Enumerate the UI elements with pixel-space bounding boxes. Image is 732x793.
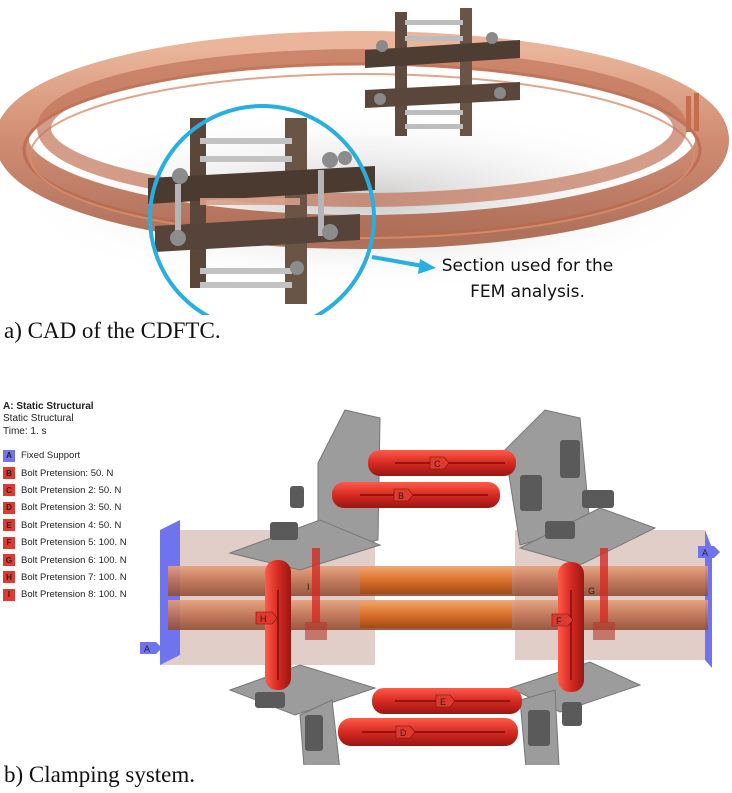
legend-swatch: I xyxy=(3,588,15,601)
legend-label: Bolt Pretension 8: 100. N xyxy=(21,589,127,601)
marker-b: B xyxy=(393,488,414,502)
marker-a-left: A xyxy=(140,642,162,654)
nuts xyxy=(255,440,614,751)
legend-swatch: B xyxy=(3,467,15,480)
cad-render xyxy=(0,8,729,315)
legend-swatch: F xyxy=(3,536,15,549)
marker-f: F xyxy=(551,613,574,627)
legend-label: Bolt Pretension 5: 100. N xyxy=(21,537,127,549)
legend-item: E Bolt Pretension 4: 50. N xyxy=(3,517,178,534)
bolt-b xyxy=(332,482,500,508)
clamp-front xyxy=(148,118,375,304)
legend-time: Time: 1. s xyxy=(3,426,47,437)
clamp-back xyxy=(365,8,520,136)
legend-label: Bolt Pretension 4: 50. N xyxy=(21,519,122,531)
svg-text:D: D xyxy=(400,728,407,738)
legend-swatch: H xyxy=(3,571,15,584)
legend-swatch: G xyxy=(3,554,15,567)
svg-text:G: G xyxy=(588,586,595,596)
legend-subtitle: Static Structural xyxy=(3,413,74,424)
copper-ring-outer xyxy=(0,31,729,249)
highlight-circle xyxy=(148,104,376,315)
legend-item: I Bolt Pretension 8: 100. N xyxy=(3,586,178,603)
svg-text:I: I xyxy=(307,582,310,592)
legend-item: D Bolt Pretension 3: 50. N xyxy=(3,499,178,516)
fem-model-render: A A C B E D H F I G xyxy=(140,409,720,765)
callout-line-1: Section used for the xyxy=(441,256,614,276)
marker-d: D xyxy=(395,725,416,739)
legend-item: H Bolt Pretension 7: 100. N xyxy=(3,569,178,586)
legend-label: Bolt Pretension 6: 100. N xyxy=(21,554,127,566)
marker-g: G xyxy=(588,586,595,596)
callout-line-2: FEM analysis. xyxy=(470,282,585,302)
svg-text:C: C xyxy=(434,459,441,469)
bolt-d xyxy=(338,718,518,746)
marker-a-right: A xyxy=(698,546,720,558)
legend-item: B Bolt Pretension: 50. N xyxy=(3,464,178,481)
legend-swatch: D xyxy=(3,501,15,514)
marker-c: C xyxy=(429,456,450,470)
fem-section-callout: Section used for the FEM analysis. xyxy=(430,253,625,305)
legend-title: A: Static Structural xyxy=(3,401,94,412)
bolt-i xyxy=(305,548,327,640)
caption-b: b) Clamping system. xyxy=(4,762,196,787)
legend-swatch: C xyxy=(3,484,15,497)
legend-item: C Bolt Pretension 2: 50. N xyxy=(3,482,178,499)
bolt-h xyxy=(265,560,291,690)
bolt-g xyxy=(593,548,615,640)
svg-text:A: A xyxy=(144,644,150,654)
fem-legend: A: Static Structural Static Structural T… xyxy=(3,401,178,604)
legend-label: Bolt Pretension 2: 50. N xyxy=(21,484,122,496)
marker-i: I xyxy=(307,582,310,592)
legend-item: A Fixed Support xyxy=(3,447,178,464)
legend-label: Bolt Pretension: 50. N xyxy=(21,467,114,479)
legend-label: Bolt Pretension 7: 100. N xyxy=(21,571,127,583)
marker-h: H xyxy=(255,611,278,625)
legend-label: Fixed Support xyxy=(21,450,81,462)
legend-item: G Bolt Pretension 6: 100. N xyxy=(3,551,178,568)
legend-item: F Bolt Pretension 5: 100. N xyxy=(3,534,178,551)
svg-text:A: A xyxy=(702,548,708,558)
legend-swatch: A xyxy=(3,449,15,462)
caption-a: a) CAD of the CDFTC. xyxy=(4,318,221,343)
svg-text:H: H xyxy=(260,614,267,624)
legend-label: Bolt Pretension 3: 50. N xyxy=(21,502,122,514)
svg-text:E: E xyxy=(440,697,446,707)
svg-text:B: B xyxy=(398,491,404,501)
svg-text:F: F xyxy=(556,616,562,626)
marker-e: E xyxy=(435,694,456,708)
legend-swatch: E xyxy=(3,519,15,532)
bolt-f xyxy=(558,562,584,692)
